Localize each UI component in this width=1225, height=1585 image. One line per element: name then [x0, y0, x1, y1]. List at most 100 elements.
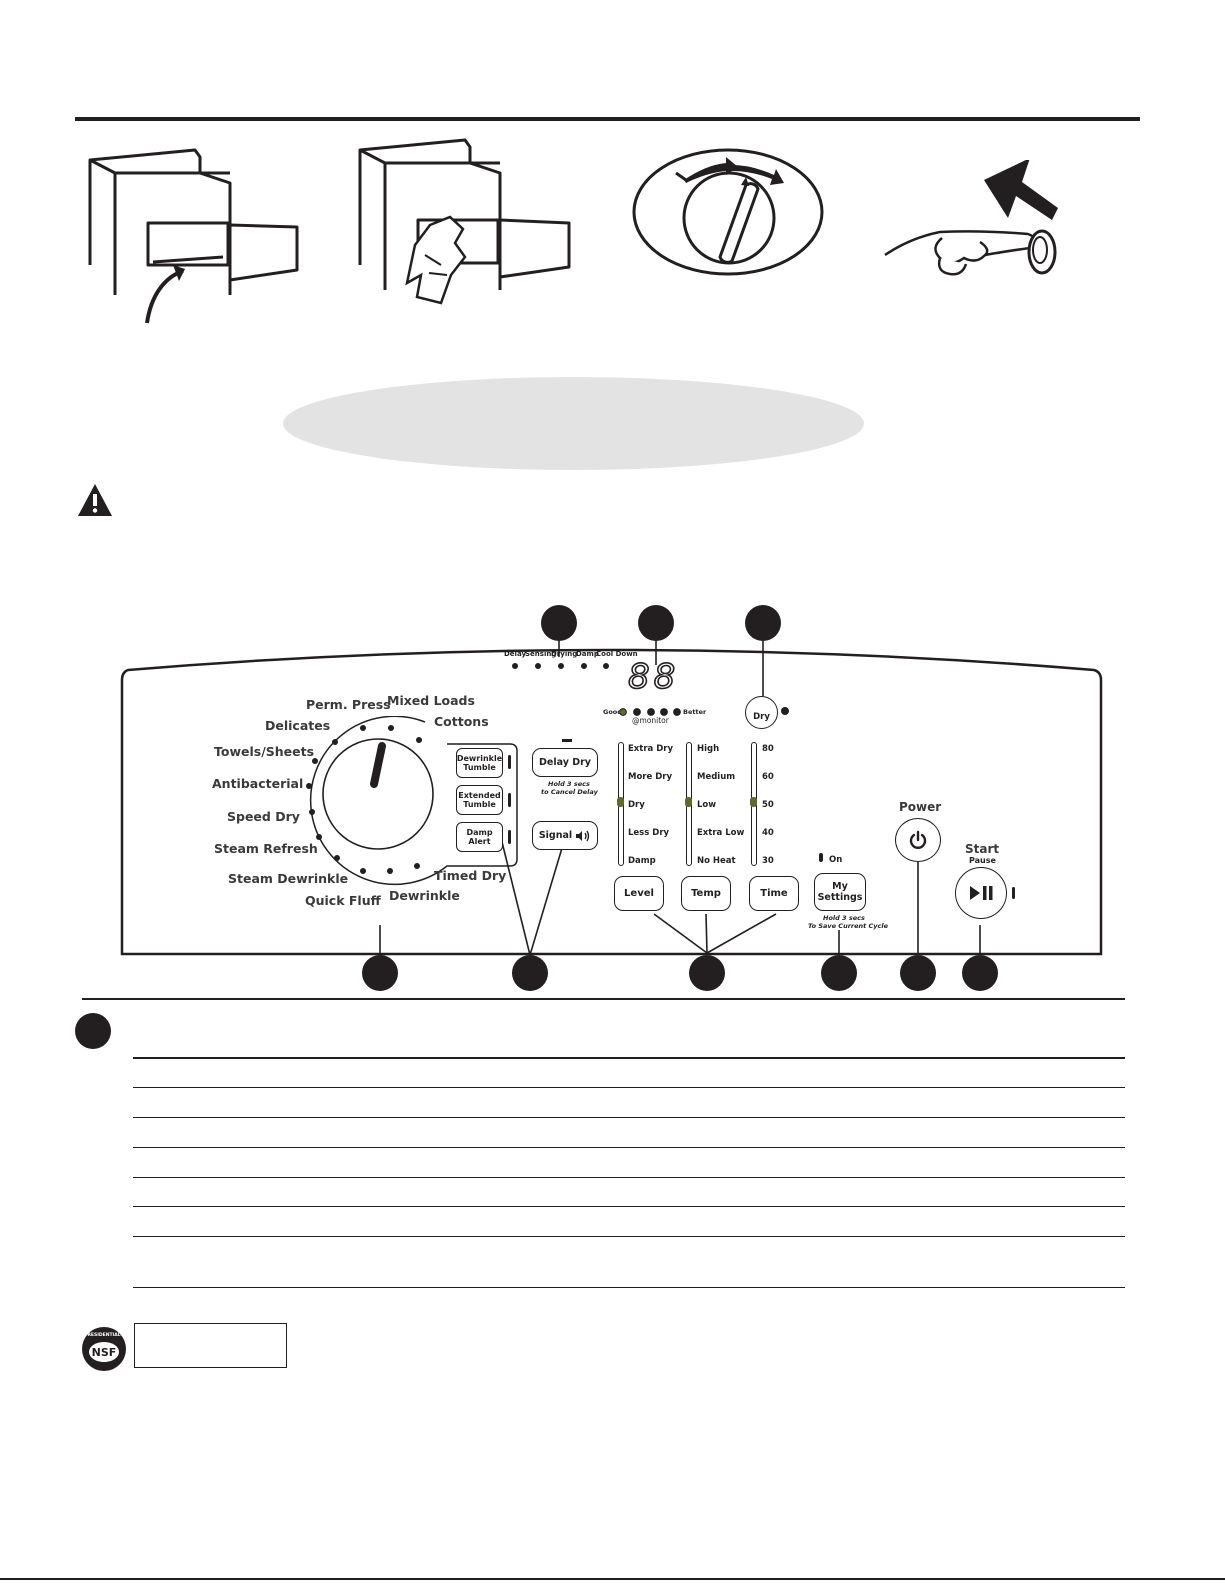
table-rule [133, 1177, 1125, 1179]
dewrinkle-tumble-line1: Dewrinkle [456, 754, 503, 763]
my-settings-on-light [819, 853, 823, 862]
callout-my-settings [821, 955, 857, 991]
signal-label: Signal [538, 830, 573, 841]
monitor-better-label: Better [683, 708, 707, 716]
signal-icon [576, 830, 590, 841]
bottom-rule [0, 1578, 1225, 1580]
temp-option: High [697, 744, 720, 754]
my-settings-line2: Settings [817, 892, 863, 903]
illustration-cycle-dial [632, 148, 824, 276]
status-damp-label: Damp [576, 650, 599, 658]
cycle-label-perm-press: Perm. Press [306, 697, 391, 712]
start-label: Start [965, 842, 1000, 856]
level-option: Dry [628, 800, 645, 810]
monitor-good-label: Good [603, 708, 622, 716]
cycle-label-cottons: Cottons [434, 714, 489, 729]
temp-option: No Heat [697, 856, 736, 866]
delay-dry-button[interactable]: Delay Dry [532, 748, 598, 777]
cycle-label-speed-dry: Speed Dry [227, 809, 300, 824]
callout-power [900, 955, 936, 991]
time-option: 40 [762, 828, 774, 838]
dewrinkle-tumble-button[interactable]: Dewrinkle Tumble [456, 748, 503, 778]
table-rule [133, 1236, 1125, 1238]
my-settings-note-1: Hold 3 secs [823, 914, 865, 922]
dewrinkle-tumble-line2: Tumble [463, 763, 496, 772]
status-cool-down-label: Cool Down [596, 650, 638, 658]
level-option: More Dry [628, 772, 673, 782]
my-settings-line1: My [832, 881, 848, 892]
my-settings-on-label: On [829, 855, 843, 865]
cycle-label-mixed-loads: Mixed Loads [387, 693, 475, 708]
status-delay-label: Delay [504, 650, 527, 658]
callout-display [638, 605, 674, 641]
temp-selected-light [685, 797, 692, 807]
temp-option: Extra Low [697, 828, 745, 838]
cycle-label-dewrinkle: Dewrinkle [389, 888, 460, 903]
illustration-load-clothes [358, 138, 571, 305]
time-display: 88 [627, 656, 680, 698]
power-label: Power [899, 800, 942, 814]
damp-alert-line2: Alert [468, 837, 491, 846]
time-selected-light [750, 797, 757, 807]
damp-alert-button[interactable]: Damp Alert [456, 822, 503, 852]
extended-indicator [508, 793, 511, 807]
callout-start [962, 955, 998, 991]
extended-tumble-line1: Extended [458, 791, 501, 800]
time-option: 80 [762, 744, 774, 754]
status-drying-label: Drying [551, 650, 578, 658]
temp-button[interactable]: Temp [681, 876, 731, 911]
illustration-press-start [884, 160, 1058, 276]
signal-button[interactable]: Signal [532, 821, 598, 850]
my-settings-button[interactable]: My Settings [814, 873, 866, 911]
level-option: Less Dry [628, 828, 670, 838]
section-bullet [75, 1013, 111, 1049]
dewrinkle-indicator [508, 755, 511, 769]
start-indicator [1012, 887, 1015, 899]
warning-icon [78, 484, 112, 516]
level-button[interactable]: Level [614, 876, 664, 911]
table-rule [133, 1087, 1125, 1089]
svg-text:NSF: NSF [92, 1346, 117, 1359]
table-rule [133, 1057, 1125, 1059]
nsf-logo: NSF RESIDENTIAL [82, 1327, 126, 1371]
callout-leader-lines [379, 640, 981, 956]
dry-button[interactable]: Dry [745, 696, 778, 729]
delay-dry-note-2: to Cancel Delay [541, 788, 598, 796]
time-option: 30 [762, 856, 774, 866]
cycle-dial[interactable] [295, 716, 520, 891]
cycle-label-antibacterial: Antibacterial [212, 776, 304, 791]
time-button[interactable]: Time [749, 876, 799, 911]
svg-text:RESIDENTIAL: RESIDENTIAL [87, 1332, 120, 1338]
time-option: 60 [762, 772, 774, 782]
status-sensing-label: Sensing [525, 650, 557, 658]
top-rule [75, 117, 1140, 121]
illustration-lint-filter [88, 148, 299, 324]
callout-modify [689, 955, 725, 991]
callout-dry-button [745, 605, 781, 641]
table-rule [133, 1206, 1125, 1208]
my-settings-note-2: To Save Current Cycle [808, 922, 889, 930]
level-option: Damp [628, 856, 656, 866]
level-option: Extra Dry [628, 744, 674, 754]
section-rule [82, 998, 1125, 1000]
power-icon [909, 830, 927, 849]
extended-tumble-line2: Tumble [463, 800, 496, 809]
temp-option: Low [697, 800, 717, 810]
play-pause-icon [970, 886, 993, 900]
start-pause-button[interactable] [955, 867, 1007, 919]
damp-alert-indicator [508, 830, 511, 844]
status-lights [512, 663, 609, 669]
nsf-label-box [134, 1323, 287, 1368]
damp-alert-line1: Damp [466, 828, 493, 837]
highlight-oval [283, 377, 864, 470]
cycle-label-quick-fluff: Quick Fluff [305, 893, 381, 908]
cycle-label-delicates: Delicates [265, 718, 331, 733]
delay-dry-note-1: Hold 3 secs [548, 780, 590, 788]
table-rule [133, 1117, 1125, 1119]
table-rule [133, 1287, 1125, 1289]
dry-indicator-light [781, 707, 789, 715]
cycle-label-steam-refresh: Steam Refresh [214, 841, 318, 856]
extended-tumble-button[interactable]: Extended Tumble [456, 785, 503, 815]
callout-cycle-dial [362, 955, 398, 991]
power-button[interactable] [895, 818, 941, 862]
